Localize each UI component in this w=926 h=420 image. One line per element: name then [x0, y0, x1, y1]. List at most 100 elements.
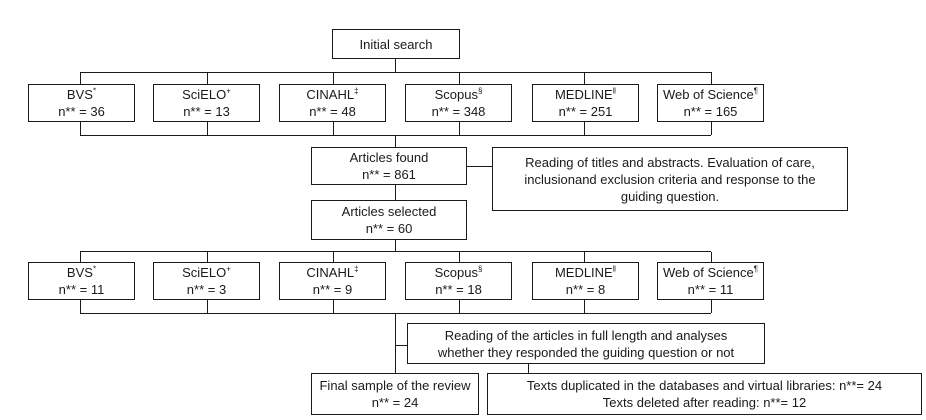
- footnote-mark: §: [477, 86, 483, 96]
- articles-selected-box: Articles selected n** = 60: [311, 200, 467, 240]
- footnote-mark: ‖: [612, 264, 617, 274]
- selected-database-box: Scopus§n** = 18: [405, 262, 512, 300]
- connector: [584, 72, 585, 84]
- database-count: n** = 11: [58, 282, 105, 297]
- selected-database-box: SciELO+n** = 3: [153, 262, 260, 300]
- connector: [711, 252, 712, 262]
- database-name: CINAHL‡: [306, 264, 358, 281]
- connector: [207, 300, 208, 313]
- database-count: n** = 8: [565, 282, 606, 297]
- database-name-text: Scopus: [434, 87, 478, 102]
- database-count: n** = 251: [558, 104, 613, 119]
- connector: [207, 72, 208, 84]
- connector: [467, 166, 492, 167]
- screening-text: Reading of titles and abstracts. Evaluat…: [524, 154, 816, 204]
- connector: [80, 251, 711, 252]
- database-name-text: SciELO: [182, 87, 227, 102]
- excluded-box: Texts duplicated in the databases and vi…: [487, 373, 922, 415]
- database-name-text: BVS: [66, 87, 93, 102]
- database-name-text: SciELO: [182, 265, 227, 280]
- connector: [80, 72, 711, 73]
- database-count: n** = 13: [183, 104, 230, 119]
- database-name: Scopus§: [435, 264, 483, 281]
- connector: [395, 240, 396, 251]
- connector: [80, 252, 81, 262]
- database-count: n** = 3: [186, 282, 227, 297]
- connector: [711, 300, 712, 313]
- database-name-text: MEDLINE: [554, 265, 613, 280]
- database-name-text: Scopus: [434, 265, 478, 280]
- database-name-text: CINAHL: [306, 87, 355, 102]
- footnote-mark: ‖: [612, 86, 617, 96]
- connector: [395, 185, 396, 200]
- footnote-mark: ‡: [354, 264, 359, 274]
- initial-database-box: MEDLINE‖n** = 251: [532, 84, 639, 122]
- footnote-mark: ¶: [753, 264, 759, 274]
- connector: [584, 300, 585, 313]
- articles-found-count: n** = 861: [362, 167, 416, 182]
- connector: [395, 313, 396, 373]
- connector: [395, 59, 396, 72]
- footnote-mark: ¶: [753, 86, 759, 96]
- connector: [459, 72, 460, 84]
- initial-database-box: SciELO+n** = 13: [153, 84, 260, 122]
- final-sample-label: Final sample of the review: [319, 378, 471, 393]
- database-count: n** = 36: [58, 104, 105, 119]
- selected-database-box: MEDLINE‖ n** = 8: [532, 262, 639, 300]
- footnote-mark: ‡: [354, 86, 359, 96]
- connector: [459, 252, 460, 262]
- final-sample-box: Final sample of the review n** = 24: [311, 373, 479, 415]
- database-name: SciELO+: [182, 86, 231, 103]
- database-count: n** = 9: [312, 282, 353, 297]
- initial-database-box: BVS*n** = 36: [28, 84, 135, 122]
- connector: [333, 122, 334, 135]
- connector: [459, 300, 460, 313]
- footnote-mark: *: [92, 264, 97, 274]
- connector: [395, 345, 407, 346]
- database-name: Scopus§: [435, 86, 483, 103]
- database-count: n** = 348: [431, 104, 486, 119]
- articles-selected-label: Articles selected: [341, 204, 437, 219]
- fulltext-box: Reading of the articles in full length a…: [407, 323, 765, 364]
- connector: [333, 300, 334, 313]
- initial-search-label: Initial search: [359, 36, 433, 52]
- database-name: BVS*: [67, 86, 96, 103]
- database-name: BVS*: [67, 264, 96, 281]
- database-name: CINAHL‡: [306, 86, 358, 103]
- database-name: Web of Science¶: [663, 264, 758, 281]
- connector: [333, 72, 334, 84]
- database-count: n** = 48: [309, 104, 356, 119]
- articles-found-label: Articles found: [349, 150, 429, 165]
- connector: [711, 72, 712, 84]
- connector: [80, 300, 81, 313]
- database-name-text: CINAHL: [306, 265, 355, 280]
- connector: [207, 252, 208, 262]
- selected-database-box: Web of Science¶n** = 11: [657, 262, 764, 300]
- connector: [80, 72, 81, 84]
- footnote-mark: +: [226, 86, 231, 96]
- connector: [207, 122, 208, 135]
- selected-database-box: BVS*n** = 11: [28, 262, 135, 300]
- fulltext-text: Reading of the articles in full length a…: [437, 327, 735, 360]
- connector: [584, 122, 585, 135]
- database-count: n** = 165: [683, 104, 738, 119]
- connector: [333, 252, 334, 262]
- initial-database-box: Scopus§n** = 348: [405, 84, 512, 122]
- connector: [80, 122, 81, 135]
- database-name: Web of Science¶: [663, 86, 758, 103]
- connector: [584, 252, 585, 262]
- excluded-line1: Texts duplicated in the databases and vi…: [526, 378, 883, 393]
- connector: [459, 122, 460, 135]
- connector: [528, 364, 529, 374]
- database-name: MEDLINE‖: [555, 86, 616, 103]
- final-sample-count: n** = 24: [371, 395, 419, 410]
- database-name-text: Web of Science: [662, 87, 754, 102]
- database-count: n** = 11: [687, 282, 734, 297]
- connector: [395, 135, 396, 147]
- articles-selected-count: n** = 60: [365, 221, 413, 236]
- database-name: SciELO+: [182, 264, 231, 281]
- footnote-mark: *: [92, 86, 97, 96]
- database-count: n** = 18: [435, 282, 482, 297]
- database-name-text: Web of Science: [662, 265, 754, 280]
- connector: [711, 122, 712, 135]
